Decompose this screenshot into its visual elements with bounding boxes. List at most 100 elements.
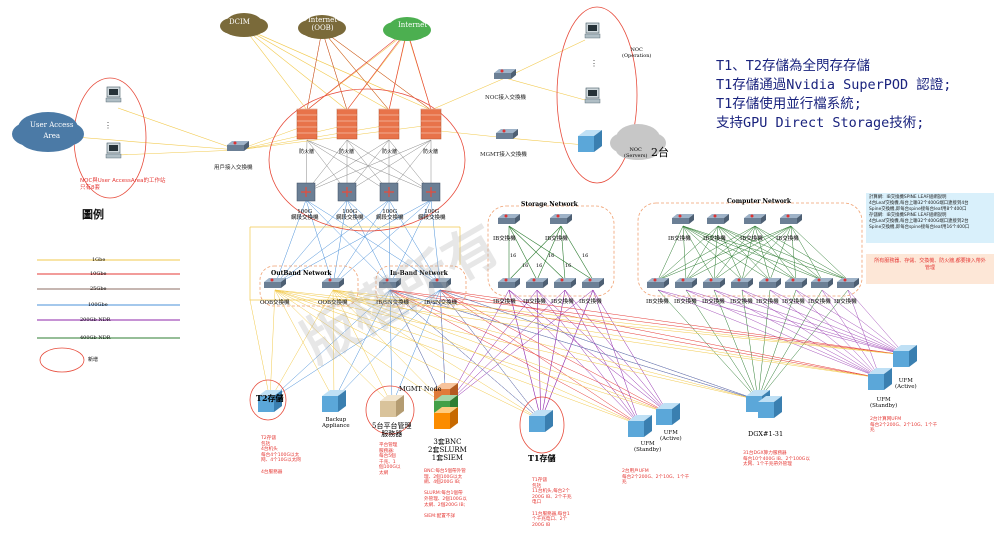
core-access-link (305, 199, 334, 286)
user-pc-icon (105, 153, 122, 159)
switch-icon (692, 278, 697, 288)
compute-fabric-link (657, 225, 684, 281)
switch-icon (446, 278, 451, 288)
core-access-link (346, 199, 391, 286)
compute-fabric-link (754, 225, 797, 281)
cloud-fw-link (243, 27, 390, 111)
firewall-label-3: 防火牆 (382, 149, 398, 155)
outband-network-frame (259, 265, 359, 307)
storage-fabric-link (508, 225, 566, 281)
ufm2-link (685, 289, 881, 379)
oob-management-note: 所有服務器、存儲、交換機、防火牆,都要接入帶外管理 (866, 254, 994, 284)
core-access-link (332, 199, 348, 286)
inband-100g-link (333, 289, 391, 401)
switch-icon (498, 218, 515, 224)
switch-icon (504, 278, 508, 282)
noc-pc-icon (584, 98, 601, 104)
compute-leaf-label-5: IB交換機 (756, 299, 779, 305)
compute-fabric-link (717, 225, 849, 281)
ufm2-link (769, 289, 881, 379)
user-switch-icon (227, 141, 249, 145)
mgmt-platform-note: 平台管理 服務器: 每台5個 千兆、1 個100G以 太網 (379, 443, 401, 476)
dcim-cloud (220, 13, 268, 37)
inband-100g-link (389, 289, 542, 421)
compute-spine-label-3: IB交換機 (740, 236, 763, 242)
core-switch-icon (301, 187, 311, 197)
switch-icon (737, 278, 741, 282)
inband-10g-link (389, 289, 881, 379)
switch-icon (328, 278, 332, 282)
storage-spine-label-2: IB交換機 (545, 236, 568, 242)
ufm2-link (741, 289, 906, 356)
cloud-fw-link (243, 27, 308, 111)
core-switch-label-4: 100G 網段交換機 (418, 209, 446, 221)
switch-icon (681, 278, 685, 282)
oob-1g-link (274, 289, 641, 426)
switch-icon (675, 278, 697, 282)
noc-count: 2台 (651, 146, 669, 159)
internet-fw-link (406, 29, 432, 111)
siem-server-icon (450, 407, 458, 429)
storage-leaf-label-3: IB交換機 (551, 299, 574, 305)
switch-icon (780, 214, 802, 218)
compute-fabric-link (717, 225, 771, 281)
switch-icon (703, 282, 720, 288)
storage-fabric-link (560, 225, 594, 281)
inband-10g-link (439, 289, 881, 379)
ufm-link (536, 289, 641, 426)
mgmt-switch-icon (502, 129, 506, 133)
noc-server-icon (594, 130, 602, 152)
ufm2-link (713, 289, 906, 356)
storage-leaf-label-2: IB交換機 (523, 299, 546, 305)
fw-core-link (346, 139, 432, 193)
switch-icon (339, 278, 344, 288)
noc-link (504, 39, 586, 79)
dgx-icon (758, 402, 774, 418)
dgx-link (741, 289, 759, 401)
internet-cloud (383, 17, 431, 41)
switch-icon (759, 278, 781, 282)
switch-icon (526, 282, 543, 288)
ufm-active-icon (672, 403, 680, 425)
ufm2-link (741, 289, 881, 379)
ufm-right-note: 2台计算网UFM 每台2个200G、2个10G、1个千 兆 (870, 417, 938, 434)
switch-icon (543, 278, 548, 288)
switch-icon (675, 282, 692, 288)
compute-fabric-link (717, 225, 743, 281)
dgx-link (685, 289, 759, 401)
user-area-label: User Access Area (30, 121, 74, 140)
compute-fabric-link (717, 225, 797, 281)
oob-1g-link (332, 289, 759, 401)
mgmt-platform-label: 5台平台管理 服務器 (372, 422, 412, 438)
spine-leaf-note: 計算網: IB交換機SPINE LEAF組網說明 4台Leaf交換機,每台上聯3… (866, 193, 994, 243)
new-firewall-ellipse (268, 88, 466, 232)
ufm-active-icon (656, 409, 672, 425)
noc-operation-label: NOC (Operation) (622, 47, 652, 59)
t1-storage-icon (545, 410, 553, 432)
user-pc-icon (109, 89, 118, 95)
ufm-link (592, 289, 669, 414)
switch-icon (550, 214, 572, 218)
oob-1g-link (332, 289, 542, 421)
switch-icon (785, 278, 807, 282)
mgmt-node-label: MGMT Node (399, 385, 442, 393)
switch-icon (759, 282, 776, 288)
inband-10g-link (389, 289, 641, 426)
ufm2-active-label: UFM (Active) (895, 378, 917, 390)
t1-note: T1存儲 包括 11台机头,每台2个 200G IB、2个千兆 电口 11台服務… (532, 478, 572, 528)
oob-fw-link (306, 29, 323, 111)
switch-icon (515, 214, 520, 224)
cloud-fw-link (243, 27, 348, 111)
inband-100g-link (269, 289, 391, 401)
legend-new-ellipse (39, 347, 85, 373)
switch-icon (571, 278, 576, 288)
dgx-link (757, 289, 823, 401)
oob-1g-link (249, 299, 271, 401)
switch-icon (811, 282, 828, 288)
compute-fabric-link (741, 225, 756, 281)
core-access-link (274, 199, 307, 286)
switch-icon (837, 282, 854, 288)
inband-10g-link (389, 289, 906, 356)
noc-switch-icon (500, 69, 504, 73)
